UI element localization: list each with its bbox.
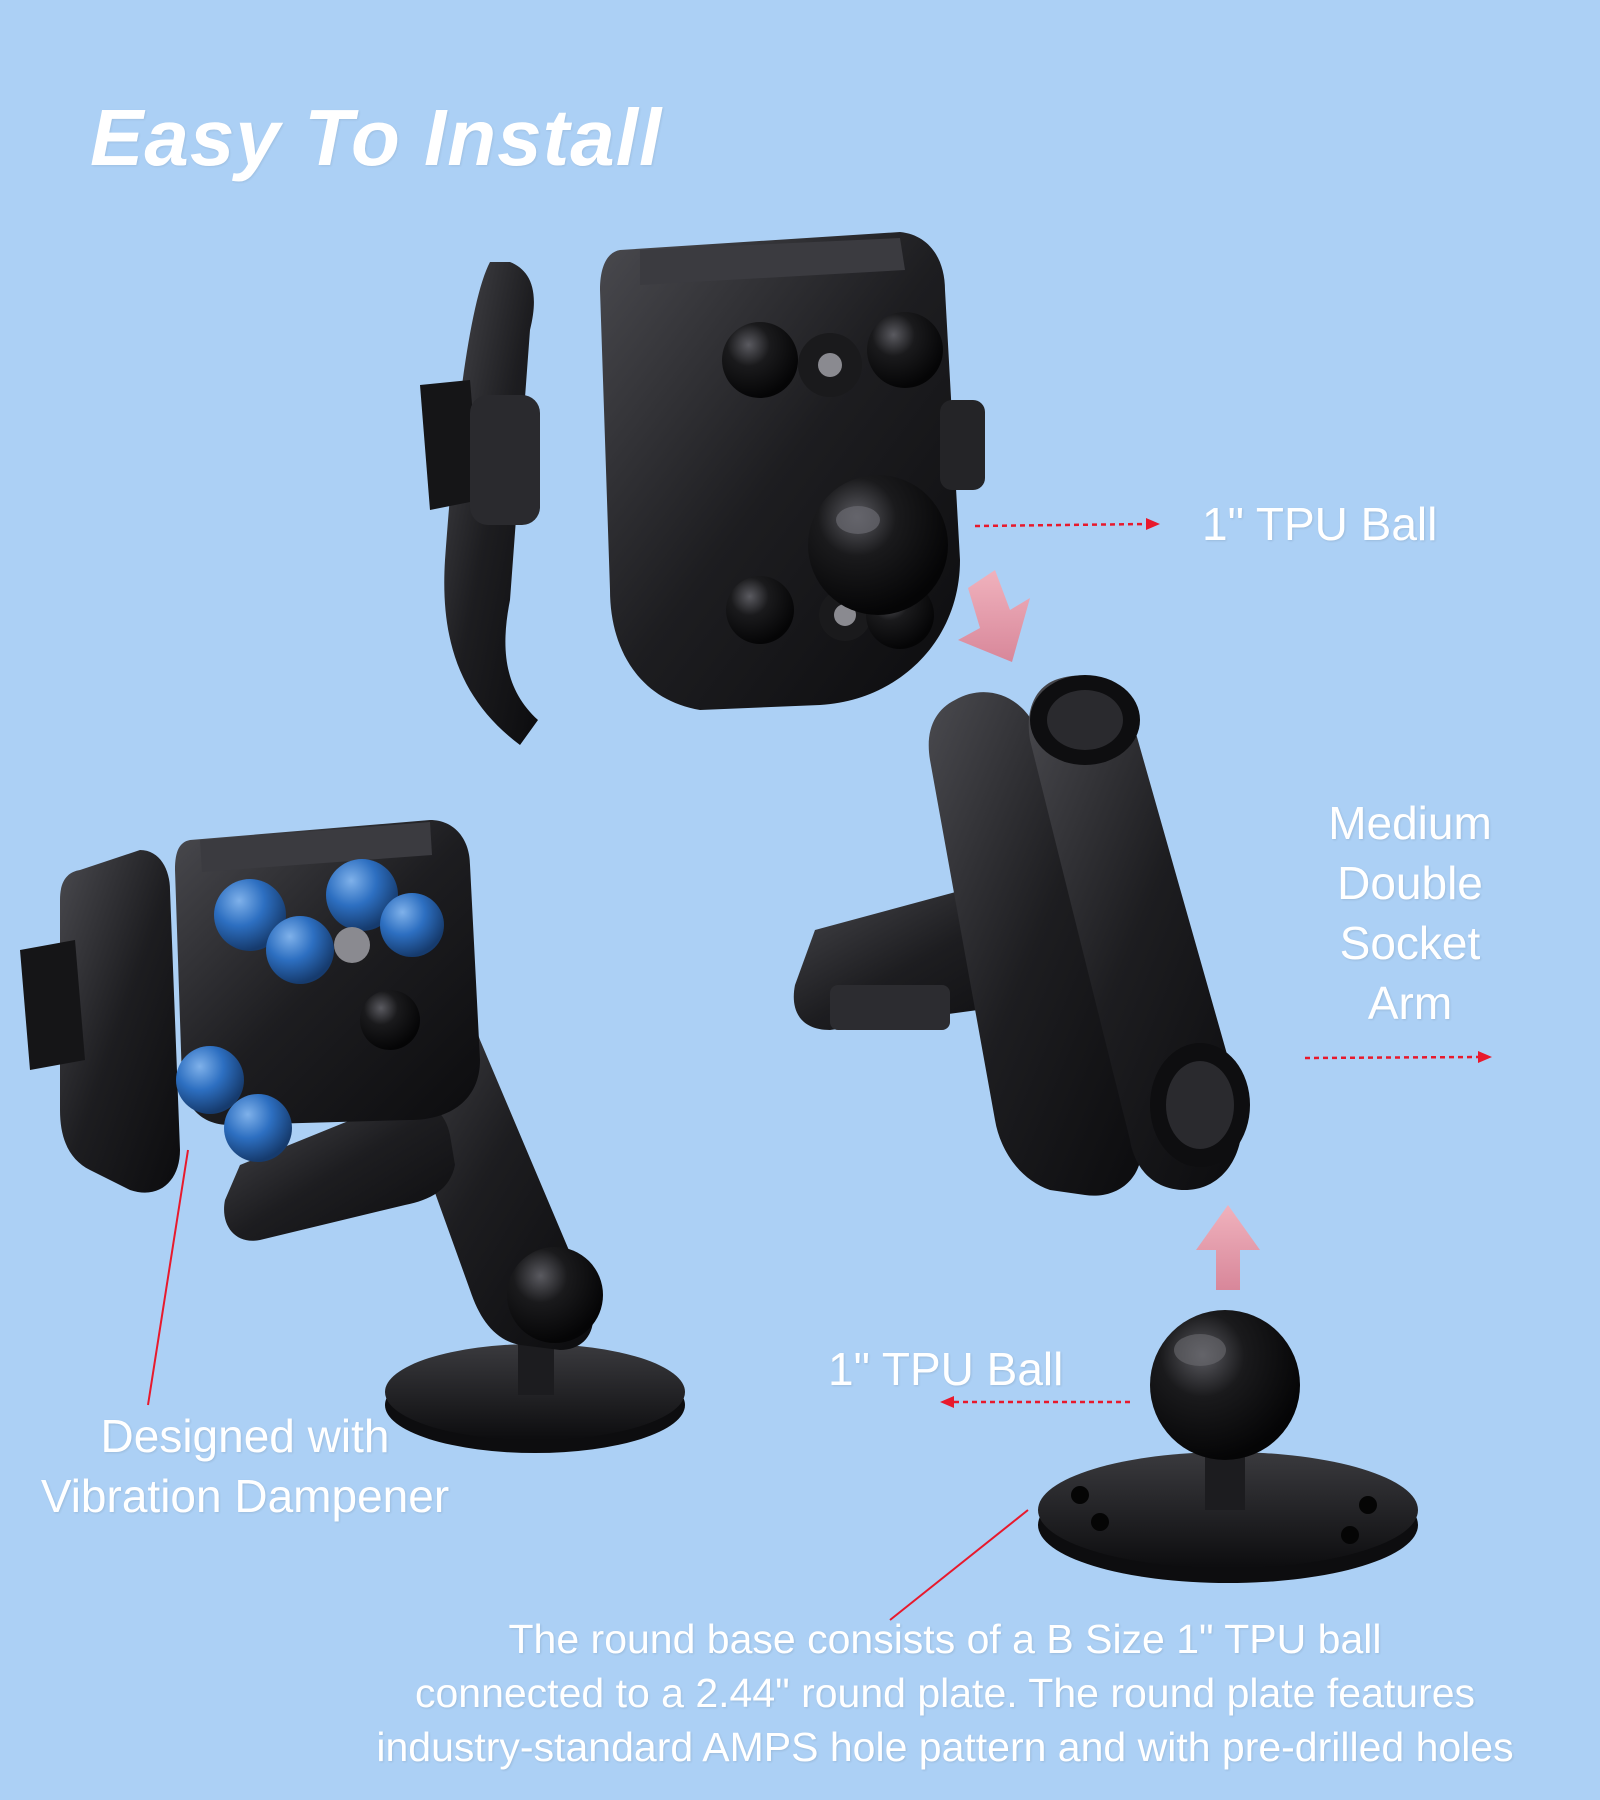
leader-line-base [889, 1509, 1029, 1621]
label-dampener: Designed with Vibration Dampener [10, 1406, 480, 1526]
dampener-ball [214, 879, 286, 951]
base-description: The round base consists of a B Size 1" T… [290, 1612, 1600, 1774]
assembled-mount-image [20, 820, 685, 1453]
round-base-image [1038, 1310, 1418, 1583]
dampener-ball [380, 893, 444, 957]
dampener-ball [326, 859, 398, 931]
label-dampener-line: Designed with [100, 1410, 390, 1462]
leader-line-arm [1304, 1055, 1481, 1060]
page-title: Easy To Install [90, 93, 663, 182]
label-socket-arm-line: Socket [1339, 917, 1481, 969]
leader-line-dampener [147, 1149, 189, 1406]
phone-holder-image [420, 232, 985, 745]
label-socket-arm-line: Medium [1328, 797, 1492, 849]
label-socket-arm-line: Arm [1367, 977, 1453, 1029]
base-description-line: industry-standard AMPS hole pattern and … [376, 1724, 1514, 1770]
dampener-ball [176, 1046, 244, 1114]
dampener-ball [266, 916, 334, 984]
base-description-line: connected to a 2.44" round plate. The ro… [414, 1670, 1476, 1716]
up-arrow-icon [1196, 1205, 1260, 1290]
label-base-tpu-ball: 1" TPU Ball [828, 1343, 1064, 1395]
label-socket-arm-line: Double [1337, 857, 1483, 909]
label-dampener-line: Vibration Dampener [40, 1470, 450, 1522]
leader-line-top-ball [974, 522, 1149, 528]
down-arrow-icon [958, 570, 1030, 662]
base-description-line: The round base consists of a B Size 1" T… [508, 1616, 1382, 1662]
label-socket-arm: Medium Double Socket Arm [1290, 793, 1530, 1033]
socket-arm-image [793, 675, 1250, 1196]
dampener-ball [224, 1094, 292, 1162]
label-top-tpu-ball: 1" TPU Ball [1202, 498, 1438, 550]
